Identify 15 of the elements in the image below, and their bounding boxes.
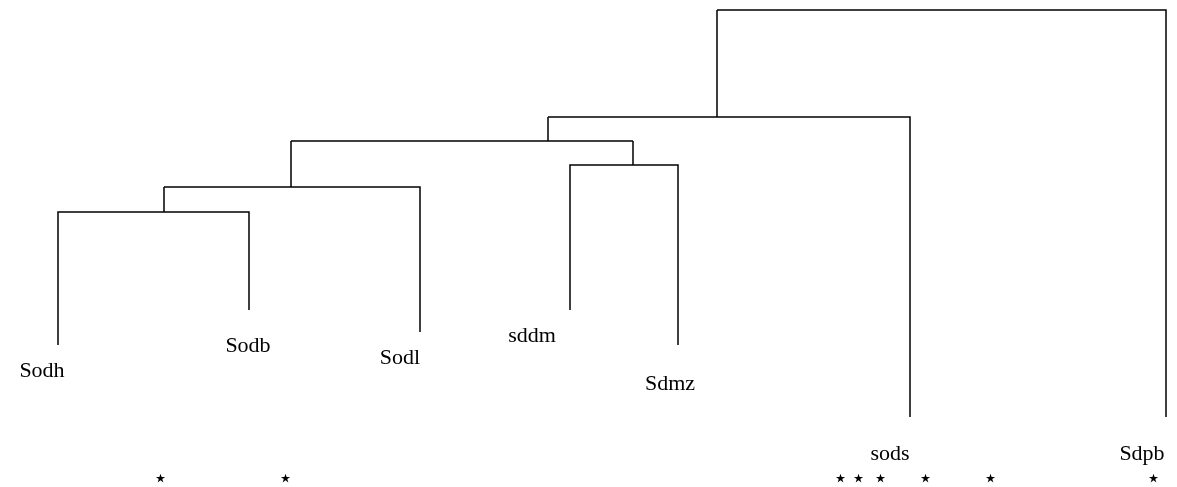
star-mark: ⋆ xyxy=(152,466,168,487)
leaf-label: Sdpb xyxy=(1119,442,1165,464)
star-mark: ⋆ xyxy=(872,466,888,487)
star-mark: ⋆ xyxy=(832,466,848,487)
star-mark: ⋆ xyxy=(982,466,998,487)
leaf-label: Sdmz xyxy=(644,372,696,394)
leaf-label: sods xyxy=(870,442,910,464)
star-mark: ⋆ xyxy=(1145,466,1161,487)
leaf-label: Sodl xyxy=(379,346,421,368)
leaf-label: Sodh xyxy=(19,359,65,381)
star-mark: ⋆ xyxy=(850,466,866,487)
star-mark: ⋆ xyxy=(917,466,933,487)
leaf-label: Sodb xyxy=(225,334,271,356)
leaf-label: sddm xyxy=(508,324,556,346)
star-mark: ⋆ xyxy=(277,466,293,487)
